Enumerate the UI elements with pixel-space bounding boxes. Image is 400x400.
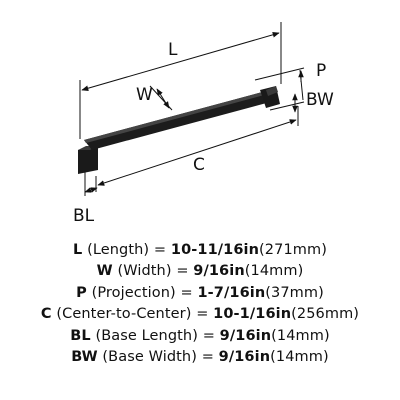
spec-symbol: C xyxy=(40,306,52,323)
spec-equals: = xyxy=(201,349,214,366)
spec-row: BL (Base Length) = 9/16in(14mm) xyxy=(0,326,400,347)
spec-value: 10-1/16in xyxy=(213,306,292,323)
label-L: L xyxy=(168,40,178,60)
spec-metric: (271mm) xyxy=(259,242,327,258)
spec-symbol: BL xyxy=(70,327,91,344)
spec-metric: (37mm) xyxy=(265,284,324,301)
spec-metric: (256mm) xyxy=(291,306,360,323)
dim-line-base-length xyxy=(84,187,98,193)
label-BW: BW xyxy=(306,90,334,110)
spec-name: (Projection) xyxy=(91,284,176,301)
spec-symbol: P xyxy=(76,284,87,301)
spec-value: 1-7/16in xyxy=(197,284,266,301)
spec-metric: (14mm) xyxy=(270,349,329,366)
label-P: P xyxy=(316,61,326,81)
spec-name: (Width) xyxy=(117,263,172,280)
spec-value: 9/16in xyxy=(218,349,271,366)
spec-name: (Length) xyxy=(87,242,150,258)
spec-symbol: W xyxy=(96,263,113,280)
spec-row: P (Projection) = 1-7/16in(37mm) xyxy=(0,283,400,304)
cabinet-pull xyxy=(78,86,280,174)
dim-line-length xyxy=(81,32,280,91)
dim-line-center-to-center xyxy=(97,119,297,186)
spec-row: C (Center-to-Center) = 10-1/16in(256mm) xyxy=(0,304,400,325)
spec-name: (Base Length) xyxy=(95,327,198,344)
spec-equals: = xyxy=(176,263,189,280)
label-BL: BL xyxy=(73,206,95,226)
spec-row: W (Width) = 9/16in(14mm) xyxy=(0,261,400,282)
extension-lines xyxy=(79,22,305,196)
spec-row: L (Length) = 10-11/16in(271mm) xyxy=(0,240,400,261)
spec-equals: = xyxy=(202,327,215,344)
spec-metric: (14mm) xyxy=(244,263,304,280)
spec-equals: = xyxy=(196,306,209,323)
spec-row: BW (Base Width) = 9/16in(14mm) xyxy=(0,347,400,368)
spec-name: (Base Width) xyxy=(102,349,197,366)
label-C: C xyxy=(193,155,205,175)
spec-value: 9/16in xyxy=(193,263,245,280)
spec-list: L (Length) = 10-11/16in(271mm)W (Width) … xyxy=(0,240,400,368)
spec-equals: = xyxy=(180,284,193,301)
spec-equals: = xyxy=(153,242,167,258)
spec-name: (Center-to-Center) xyxy=(56,306,192,323)
spec-metric: (14mm) xyxy=(271,327,330,344)
pull-dimension-diagram: L W P BW C BL xyxy=(73,22,334,226)
spec-symbol: L xyxy=(73,242,83,258)
spec-symbol: BW xyxy=(71,349,98,366)
spec-value: 9/16in xyxy=(219,327,272,344)
spec-value: 10-11/16in xyxy=(170,242,260,258)
w-leader xyxy=(149,85,173,111)
label-W: W xyxy=(136,85,153,105)
